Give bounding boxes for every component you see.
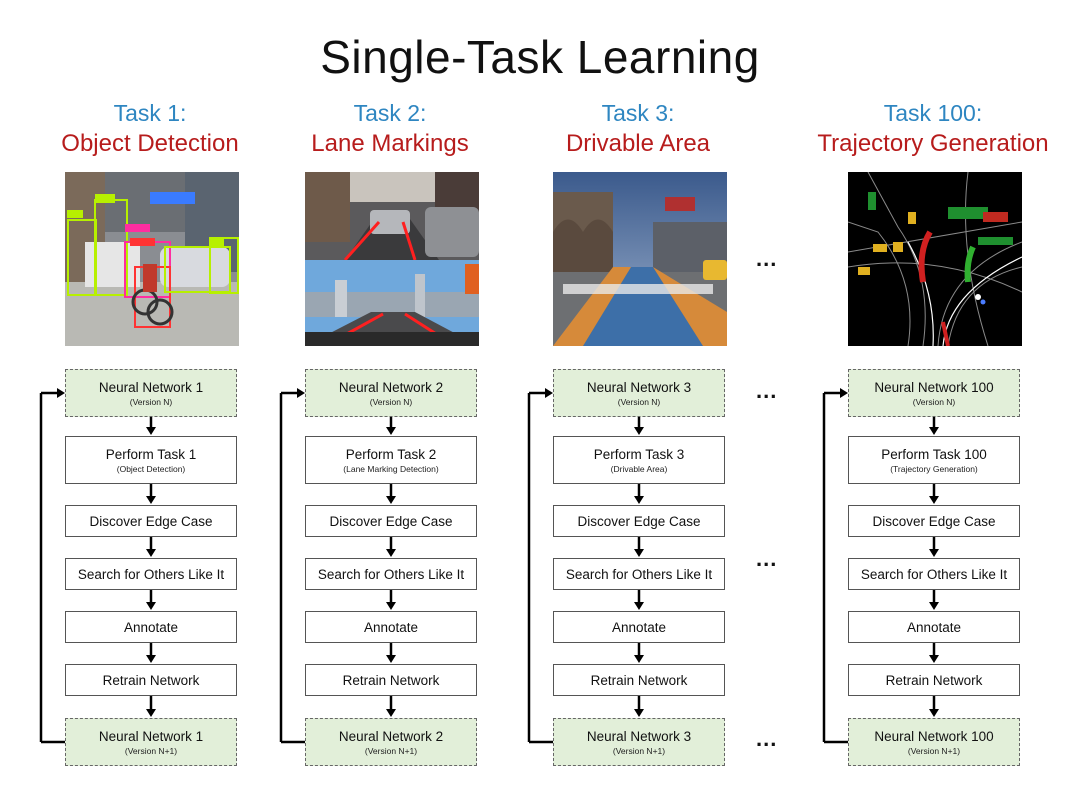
- network-box-version-n-plus-1: Neural Network 1 (Version N+1): [65, 718, 237, 766]
- annotate-box: Annotate: [305, 611, 477, 643]
- search-others-box: Search for Others Like It: [305, 558, 477, 590]
- network-box-version-n-plus-1: Neural Network 3 (Version N+1): [553, 718, 725, 766]
- task-name: Lane Markings: [311, 130, 469, 157]
- perform-task-box: Perform Task 3 (Drivable Area): [553, 436, 725, 484]
- search-others-box: Search for Others Like It: [848, 558, 1020, 590]
- ellipsis-middle: ...: [756, 546, 778, 571]
- annotate-box: Annotate: [553, 611, 725, 643]
- annotate-box: Annotate: [65, 611, 237, 643]
- trajectory-generation-image: [848, 172, 1022, 346]
- ellipsis-network-top: ...: [756, 378, 778, 403]
- task-name: Drivable Area: [565, 130, 711, 157]
- task-number: Task 100:: [883, 100, 983, 126]
- network-box-version-n: Neural Network 1 (Version N): [65, 369, 237, 417]
- network-box-version-n: Neural Network 2 (Version N): [305, 369, 477, 417]
- task-column-4: Task 100: Trajectory Generation: [813, 0, 1053, 810]
- perform-task-box: Perform Task 2 (Lane Marking Detection): [305, 436, 477, 484]
- annotate-box: Annotate: [848, 611, 1020, 643]
- retrain-network-box: Retrain Network: [848, 664, 1020, 696]
- search-others-box: Search for Others Like It: [553, 558, 725, 590]
- lane-markings-image: [305, 172, 479, 346]
- discover-edge-case-box: Discover Edge Case: [553, 505, 725, 537]
- retrain-network-box: Retrain Network: [65, 664, 237, 696]
- ellipsis-images: ...: [756, 246, 778, 271]
- search-others-box: Search for Others Like It: [65, 558, 237, 590]
- network-box-version-n-plus-1: Neural Network 2 (Version N+1): [305, 718, 477, 766]
- discover-edge-case-box: Discover Edge Case: [848, 505, 1020, 537]
- discover-edge-case-box: Discover Edge Case: [65, 505, 237, 537]
- retrain-network-box: Retrain Network: [305, 664, 477, 696]
- object-detection-image: [65, 172, 239, 346]
- perform-task-box: Perform Task 1 (Object Detection): [65, 436, 237, 484]
- perform-task-box: Perform Task 100 (Trajectory Generation): [848, 436, 1020, 484]
- discover-edge-case-box: Discover Edge Case: [305, 505, 477, 537]
- network-box-version-n: Neural Network 100 (Version N): [848, 369, 1020, 417]
- ellipsis-network-bottom: ...: [756, 726, 778, 751]
- task-column-2: Task 2: Lane Markings Neural Network 2 (…: [270, 0, 510, 810]
- task-column-1: Task 1: Object Detection: [30, 0, 270, 810]
- retrain-network-box: Retrain Network: [553, 664, 725, 696]
- task-number: Task 1:: [113, 100, 187, 126]
- network-box-version-n: Neural Network 3 (Version N): [553, 369, 725, 417]
- task-name: Object Detection: [61, 130, 239, 157]
- network-box-version-n-plus-1: Neural Network 100 (Version N+1): [848, 718, 1020, 766]
- task-number: Task 2:: [353, 100, 427, 126]
- task-column-3: Task 3: Drivable Area Neural Network 3 (: [518, 0, 758, 810]
- page-title: Single-Task Learning: [320, 31, 760, 83]
- task-number: Task 3:: [601, 100, 675, 126]
- task-name: Trajectory Generation: [817, 130, 1049, 157]
- drivable-area-image: [553, 172, 727, 346]
